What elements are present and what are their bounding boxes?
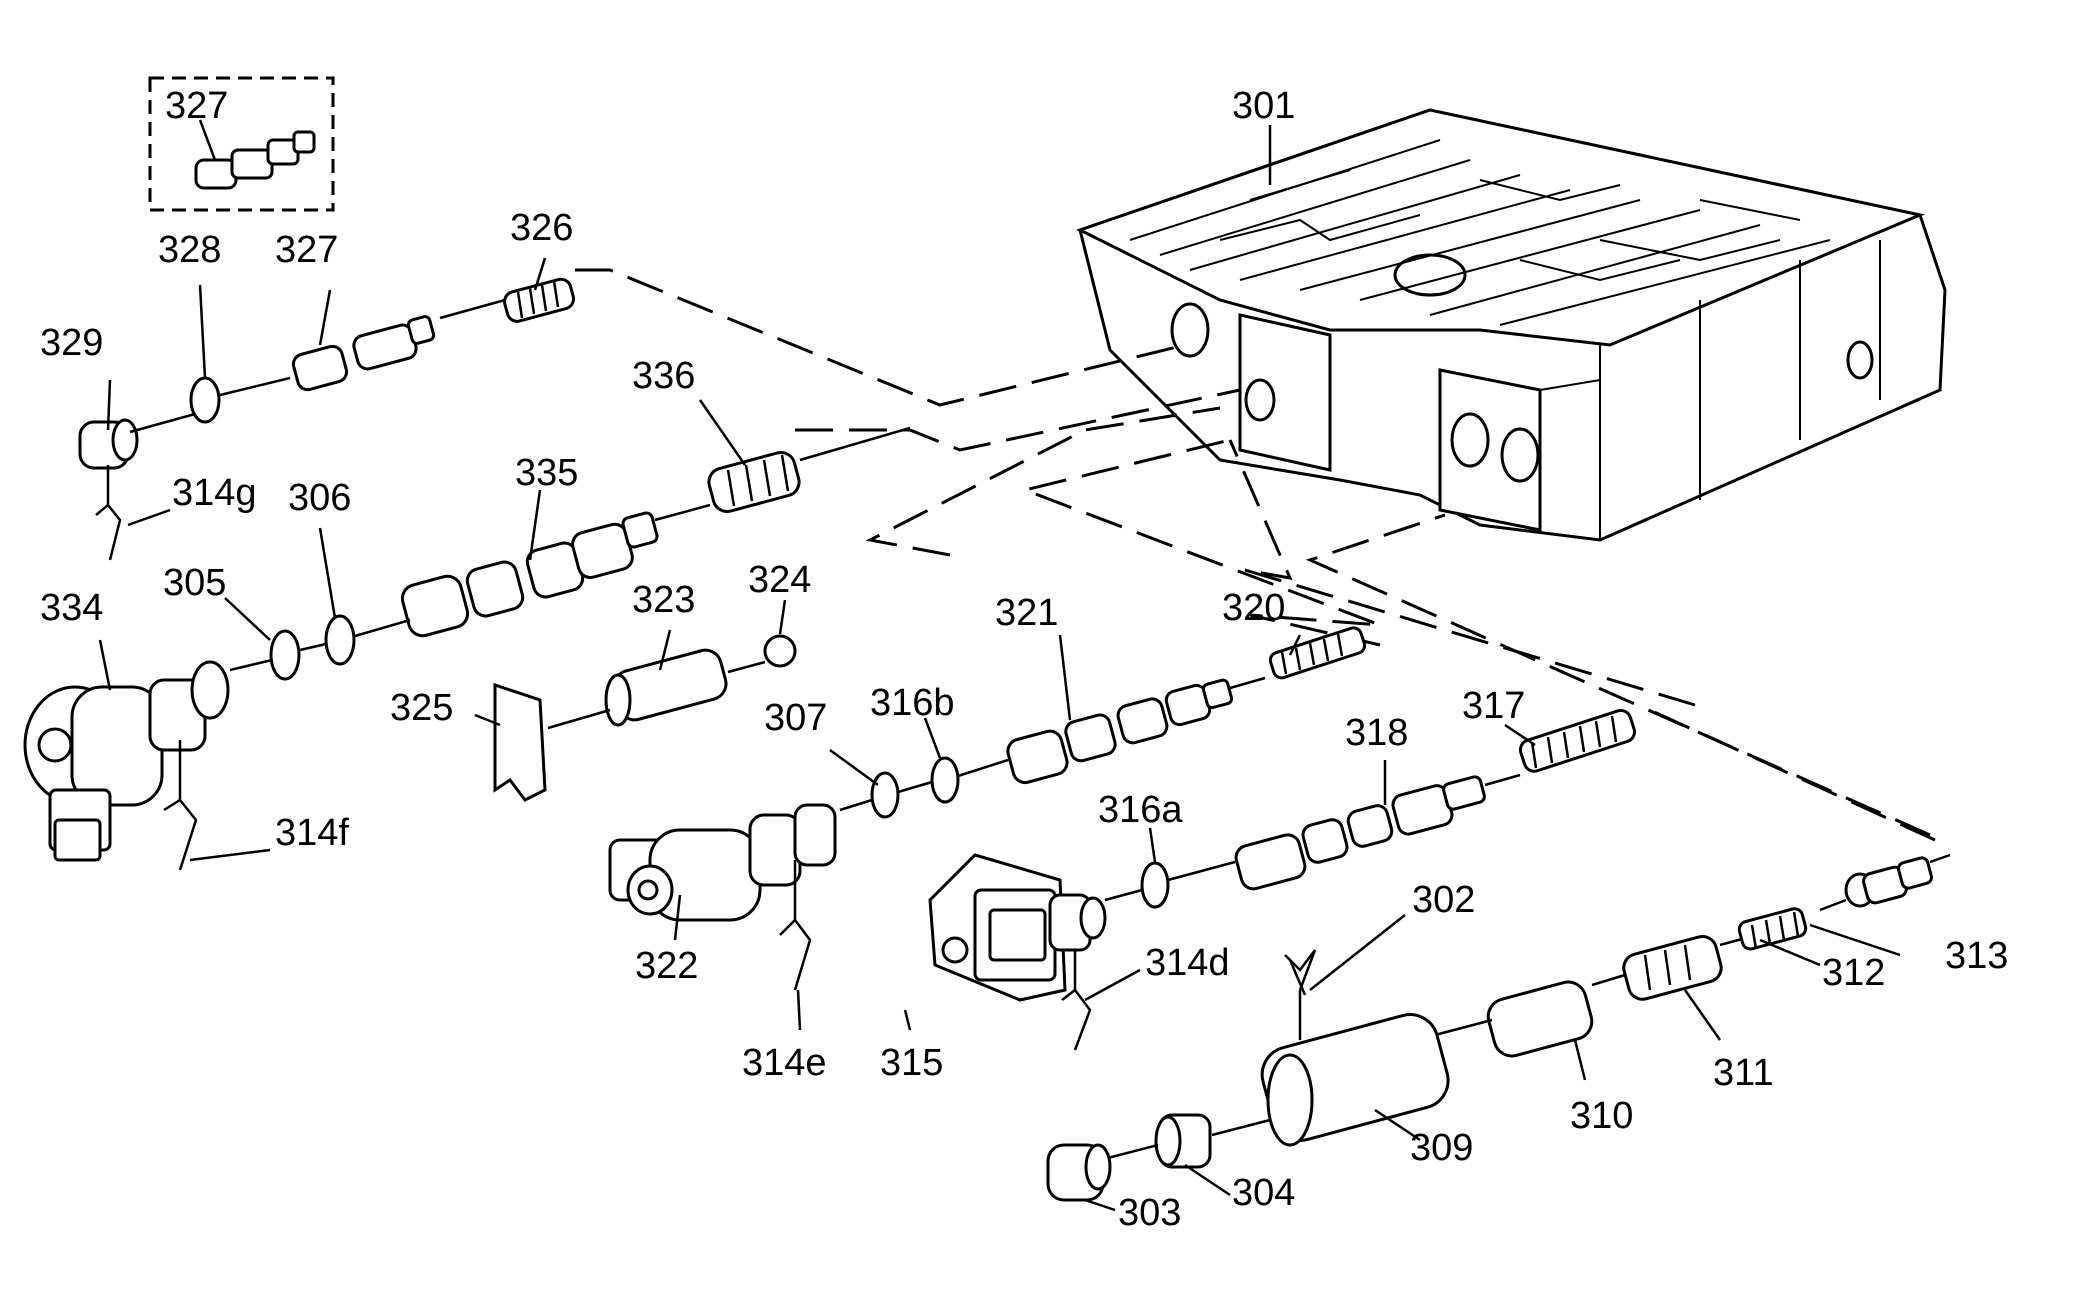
leader-lines [98,119,1901,1212]
sleeve-311 [1622,935,1723,1001]
valve-327-alt [194,130,316,190]
label-316a: 316a [1098,789,1183,831]
label-335: 335 [515,452,578,494]
ball-324 [763,634,797,668]
seal-ring-306 [324,614,356,666]
seal-ring-328 [189,376,221,424]
sleeve-323 [604,648,728,727]
label-324: 324 [748,559,811,601]
label-318: 318 [1345,712,1408,754]
label-303: 303 [1118,1192,1181,1234]
seal-ring-316a [1140,861,1170,909]
label-312: 312 [1822,952,1885,994]
label-325: 325 [390,687,453,729]
label-316b: 316b [870,682,955,724]
clip-314g [95,465,122,561]
label-314d: 314d [1145,942,1230,984]
spring-336 [707,451,801,513]
seal-ring-316b [930,756,960,804]
label-314g: 314g [172,472,257,514]
seal-ring-305 [269,629,301,681]
sleeve-309 [1260,1013,1450,1147]
label-306: 306 [288,477,351,519]
seal-ring-307 [870,771,900,819]
solenoid-334 [23,660,230,862]
solenoid-322 [608,803,837,922]
bracket-325 [493,682,547,802]
spring-320 [1268,626,1367,680]
label-301: 301 [1232,85,1295,127]
clip-314d [1061,950,1092,1051]
label-327: 327 [275,229,338,271]
valve-327 [291,298,506,392]
clip-314f [163,740,198,871]
label-323: 323 [632,579,695,621]
label-328: 328 [158,229,221,271]
label-309: 309 [1410,1127,1473,1169]
label-305: 305 [163,562,226,604]
label-302: 302 [1412,879,1475,921]
label-304: 304 [1232,1172,1295,1214]
valve-318 [1234,773,1521,891]
label-336: 336 [632,355,695,397]
valve-313 [1819,853,1951,912]
sleeve-304 [1154,1113,1212,1169]
label-314e: 314e [742,1042,827,1084]
clip-314e [779,860,812,991]
label-313: 313 [1945,935,2008,977]
spring-312 [1737,907,1808,951]
label-307: 307 [764,697,827,739]
label-310: 310 [1570,1095,1633,1137]
label-311: 311 [1713,1052,1774,1094]
label-314f: 314f [275,812,349,854]
spring-326 [503,277,576,323]
plug-303 [1046,1143,1112,1202]
label-329: 329 [40,322,103,364]
spring-317 [1518,708,1637,773]
label-327-alt: 327 [165,85,228,127]
label-317: 317 [1462,685,1525,727]
plug-329 [78,418,139,470]
part-labels: 301 302 303 304 305 306 307 309 310 311 … [40,85,2008,1234]
valve-321 [1006,676,1266,785]
valve-335 [400,503,711,638]
label-321: 321 [995,592,1058,634]
label-315: 315 [880,1042,943,1084]
alignment-lines [575,268,1936,842]
solenoid-315 [928,853,1107,1002]
valve-310 [1486,980,1594,1058]
alternate-part-box [148,76,335,212]
clip-302 [1284,949,1317,1040]
label-320: 320 [1222,587,1285,629]
label-322: 322 [635,945,698,987]
label-326: 326 [510,207,573,249]
valve-body-301 [1076,108,1947,542]
label-334: 334 [40,587,103,629]
